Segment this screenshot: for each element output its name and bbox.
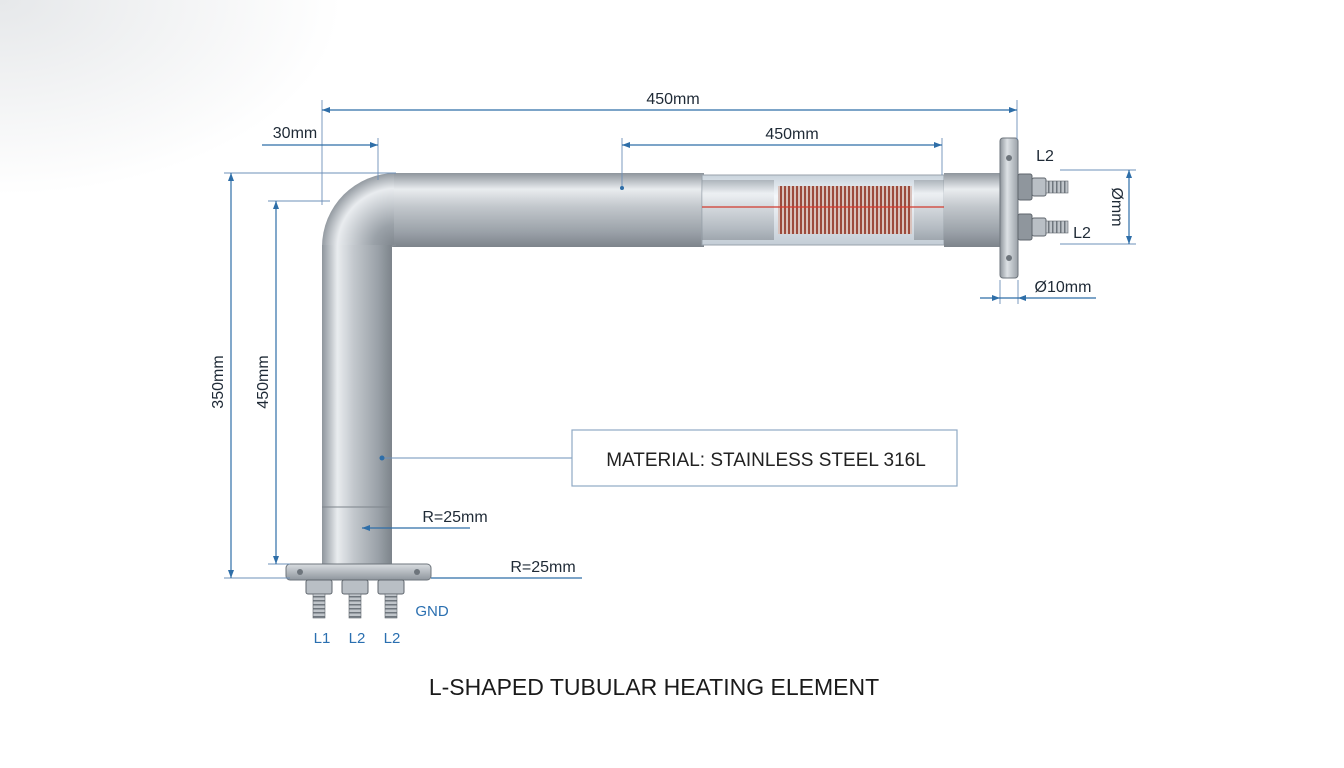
label-flange-diameter: Ømm	[1108, 187, 1125, 226]
terminal-stud-top	[1045, 180, 1069, 194]
label-30mm: 30mm	[273, 125, 317, 142]
label-tube-diameter: Ø10mm	[1035, 279, 1092, 296]
base-nut-1	[305, 579, 333, 595]
base-flange-assembly	[285, 563, 432, 619]
dimension-lines	[224, 100, 1136, 579]
l-shaped-tube	[322, 173, 1002, 569]
material-callout-text: MATERIAL: STAINLESS STEEL 316L	[606, 450, 926, 471]
label-terminal-l1: L1	[314, 630, 331, 647]
terminal-nut-bottom	[1031, 217, 1047, 237]
tube-bend	[322, 173, 396, 247]
label-terminal-l2-b: L2	[384, 630, 401, 647]
right-flange	[999, 137, 1019, 279]
label-terminal-l2-a: L2	[349, 630, 366, 647]
base-stud-2	[348, 593, 362, 619]
label-top-window: 450mm	[765, 126, 818, 143]
tube-vertical-arm	[322, 247, 392, 569]
drawing-caption: L-SHAPED TUBULAR HEATING ELEMENT	[429, 674, 879, 700]
label-radius-inner: R=25mm	[422, 509, 487, 526]
terminal-stud-bottom	[1045, 220, 1069, 234]
right-flange-assembly	[999, 137, 1069, 279]
label-450mm-vertical: 450mm	[255, 355, 272, 408]
label-radius-base: R=25mm	[510, 559, 575, 576]
label-terminal-right-top: L2	[1036, 148, 1054, 165]
base-nut-3	[377, 579, 405, 595]
label-terminal-right-bottom: L2	[1073, 225, 1091, 242]
base-stud-1	[312, 593, 326, 619]
tube-end	[944, 173, 1002, 247]
material-callout-box	[571, 429, 958, 487]
heating-coil	[778, 186, 912, 234]
terminal-nut-top	[1031, 177, 1047, 197]
base-nut-2	[341, 579, 369, 595]
tube-horizontal-arm	[394, 173, 704, 247]
label-ground: GND	[415, 603, 449, 620]
label-top-overall: 450mm	[646, 91, 699, 108]
label-350mm: 350mm	[210, 355, 227, 408]
base-flange	[285, 563, 432, 581]
base-stud-3	[384, 593, 398, 619]
